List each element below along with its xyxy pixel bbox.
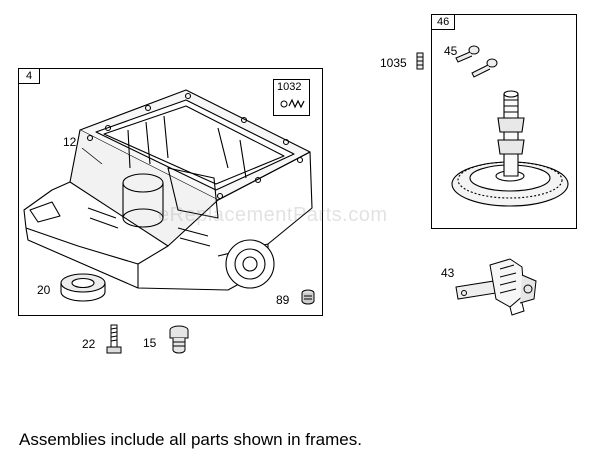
assembly-frame-4: 4	[18, 68, 323, 316]
callout-15: 15	[143, 336, 157, 350]
callout-20: 20	[37, 283, 51, 297]
callout-45: 45	[444, 44, 458, 58]
callout-89: 89	[276, 293, 290, 307]
watermark-text: eReplacementParts.com	[158, 204, 388, 226]
fill-plug-part[interactable]	[166, 324, 192, 356]
frame-tag-4: 4	[18, 68, 40, 84]
sump-cover-drawing	[23, 89, 313, 291]
filter-screen-part	[280, 98, 305, 109]
bushing-part[interactable]	[414, 51, 426, 73]
frames-note: Assemblies include all parts shown in fr…	[19, 430, 362, 449]
part-label-1032: 1032	[277, 81, 302, 93]
drain-plug-part[interactable]	[298, 287, 318, 307]
callout-1035: 1035	[380, 56, 407, 70]
part-box-1032[interactable]: 1032	[273, 79, 310, 116]
callout-22: 22	[82, 337, 96, 351]
oil-seal-part[interactable]	[58, 270, 118, 306]
pin-parts[interactable]	[452, 45, 502, 85]
callout-43: 43	[441, 266, 455, 280]
bolt-part[interactable]	[104, 323, 124, 359]
governor-assembly-part[interactable]	[450, 255, 550, 319]
camshaft-gear-drawing	[451, 90, 569, 207]
assembly-frame-46: 46	[431, 14, 577, 229]
callout-12: 12	[63, 135, 77, 149]
frame-tag-46: 46	[431, 14, 456, 30]
